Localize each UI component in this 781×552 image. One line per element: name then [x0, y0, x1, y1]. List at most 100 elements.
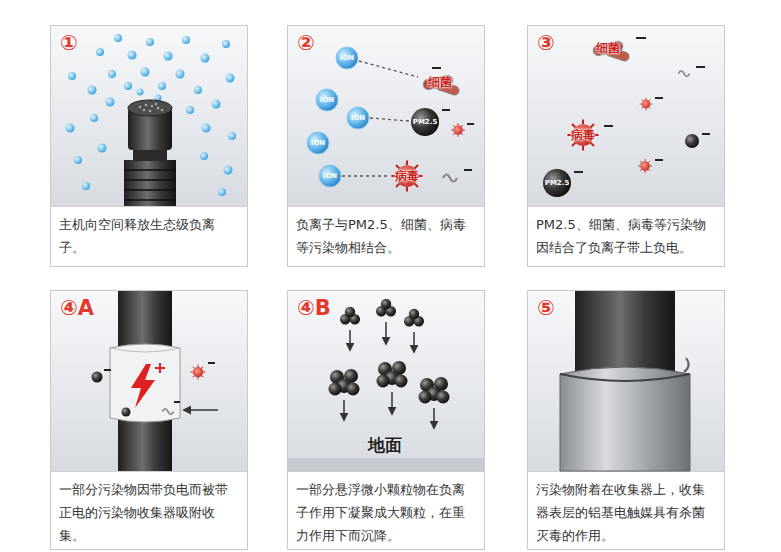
collector — [155, 363, 165, 373]
collector — [110, 344, 180, 422]
binding-lines — [359, 61, 418, 77]
ion-dots — [164, 52, 173, 61]
ion-generator — [139, 106, 142, 109]
particle-cluster — [419, 377, 450, 404]
ion-dots — [74, 156, 82, 164]
panel-ground — [528, 291, 724, 471]
collector — [110, 291, 180, 471]
particle-cluster — [377, 361, 408, 388]
charged-pollutant — [685, 134, 699, 148]
pm-label: PM2.5 — [413, 118, 438, 126]
ion-generator — [124, 169, 176, 171]
ion-dots — [66, 124, 75, 133]
ion-dots — [98, 144, 107, 153]
panel-ground — [528, 26, 724, 206]
charged-pollutant — [543, 169, 571, 197]
adsorbed-pollutant — [92, 372, 103, 383]
pollutant — [451, 123, 465, 137]
adsorbed-pollutant — [208, 362, 215, 364]
collector-sleeve — [560, 291, 690, 471]
binding-lines — [370, 118, 409, 121]
ion-generator — [149, 110, 152, 113]
ion-dots — [106, 98, 115, 107]
pollutant-label: 细菌 — [428, 74, 452, 91]
ion-dots — [202, 124, 211, 133]
ion-sphere — [347, 107, 369, 129]
fall-arrow — [344, 322, 434, 428]
binding-lines — [342, 61, 418, 176]
ion-sphere — [336, 47, 358, 69]
pm-label: PM2.5 — [545, 179, 570, 187]
ion-dots — [82, 182, 90, 190]
step-caption: 负离子与PM2.5、细菌、病毒等污染物相结合。 — [296, 213, 476, 259]
collector-sleeve — [560, 367, 690, 471]
ion-dots — [158, 82, 166, 90]
ground-label: 地面 — [368, 434, 402, 457]
collector — [110, 348, 180, 352]
particle-cluster — [404, 309, 424, 327]
particle-cluster — [329, 369, 360, 396]
panel-ground — [288, 471, 484, 472]
particle-cluster — [340, 307, 360, 325]
ion-dots — [218, 188, 226, 196]
fall-arrow — [343, 400, 345, 420]
collector — [159, 363, 161, 373]
ion-sphere — [307, 47, 369, 187]
charged-pollutant — [678, 71, 689, 77]
ion-dots — [96, 48, 104, 56]
ground — [288, 458, 484, 471]
panel-ground — [528, 206, 724, 207]
ion-generator — [124, 100, 176, 206]
pollutant — [411, 108, 439, 136]
fall-arrow — [413, 332, 415, 352]
ion-generator — [143, 109, 146, 112]
panel-ground — [527, 25, 725, 267]
step-number: ④B — [297, 296, 331, 320]
pollutant-label: 病毒 — [571, 127, 595, 144]
panel-ground — [50, 25, 248, 267]
step-number: ① — [60, 31, 78, 55]
step-panel: ④B 一部分悬浮微小颗粒物在负离子作用下凝聚成大颗粒，在重力作用下而沉降。 — [287, 290, 485, 550]
adsorbed-pollutant — [191, 365, 206, 380]
ion-generator — [128, 100, 172, 116]
negative-charge-mark — [636, 37, 646, 39]
step-caption: PM2.5、细菌、病毒等污染物因结合了负离子带上负电。 — [536, 213, 716, 259]
panel-ground — [51, 207, 724, 472]
adsorbed-pollutant — [92, 363, 219, 417]
particle-cluster — [329, 299, 450, 404]
panel-ground — [50, 25, 725, 550]
panel-ground — [51, 291, 247, 471]
ion-generator — [157, 107, 160, 110]
fall-arrow — [433, 408, 435, 428]
ion-sphere — [316, 89, 338, 111]
adsorbed-pollutant — [122, 408, 131, 417]
panel-ground — [50, 290, 248, 550]
ion-dots — [90, 114, 98, 122]
adsorbed-pollutant — [162, 409, 173, 415]
charged-pollutant — [640, 98, 653, 111]
negative-charge-mark — [655, 159, 663, 161]
binding-lines — [342, 175, 389, 176]
ion-dots — [128, 51, 137, 60]
step-caption: 主机向空间释放生态级负离子。 — [59, 213, 239, 259]
fall-arrow — [385, 322, 387, 344]
adsorbed-pollutant — [174, 401, 180, 403]
ion-generator — [139, 103, 164, 113]
negative-charge-mark — [432, 38, 710, 172]
ion-generator — [124, 160, 176, 206]
panel-ground — [527, 290, 725, 550]
step-number: ③ — [537, 31, 555, 55]
panel-ground — [288, 206, 484, 207]
ground — [288, 458, 484, 471]
negative-charge-mark — [464, 169, 472, 171]
adsorbed-pollutant — [184, 409, 218, 411]
ion-generator — [161, 109, 164, 112]
ion-dots — [201, 54, 210, 63]
ion-dots — [108, 70, 116, 78]
ion-sphere — [319, 165, 341, 187]
ion-generator — [124, 179, 176, 181]
step-panel: ⑤污染物附着在收集器上，收集器表层的铝基电触媒具有杀菌灭毒的作用。 — [527, 290, 725, 550]
step-caption: 一部分悬浮微小颗粒物在负离子作用下凝聚成大颗粒，在重力作用下而沉降。 — [296, 478, 476, 547]
step-number: ⑤ — [537, 296, 555, 320]
